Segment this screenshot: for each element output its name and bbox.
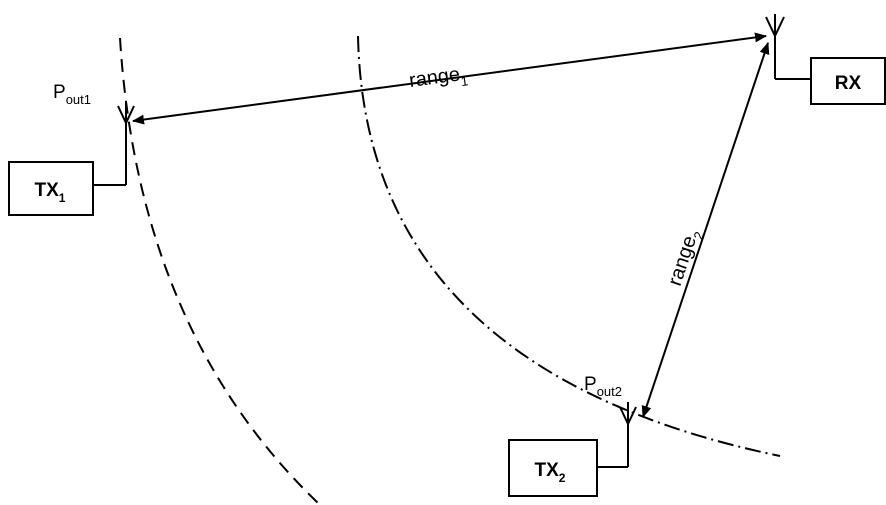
rx-antenna-icon (765, 14, 811, 80)
range2-label-subscript: 2 (691, 230, 708, 242)
range1-label-subscript: 1 (460, 73, 469, 89)
tx2-label: TX2 (535, 460, 566, 485)
tx2-antenna-icon (597, 402, 637, 468)
tx2-label-subscript: 2 (559, 471, 566, 485)
range1-label: range1 (408, 62, 469, 95)
range2-label: range2 (664, 226, 707, 290)
tx1-label-main: TX (35, 180, 60, 201)
tx1-label-subscript: 1 (59, 191, 66, 205)
tx2-box (508, 439, 598, 497)
tx1-antenna-icon (93, 102, 135, 186)
tx2-power-subscript: out2 (597, 384, 622, 399)
tx1-box (8, 161, 94, 216)
rx-label: RX (835, 73, 862, 94)
tx2-label-main: TX (535, 460, 560, 481)
tx1-label: TX1 (35, 180, 66, 205)
tx2-range-arc (357, 35, 781, 457)
range2-arrow (641, 42, 770, 418)
tx2-power-main: P (584, 374, 597, 395)
tx1-power-main: P (53, 82, 66, 103)
tx1-power-label: Pout1 (53, 82, 91, 107)
tx1-range-arc (119, 37, 319, 504)
range1-label-main: range (408, 63, 462, 92)
tx1-power-subscript: out1 (66, 92, 91, 107)
rx-box (810, 57, 886, 105)
tx2-power-label: Pout2 (584, 374, 622, 399)
